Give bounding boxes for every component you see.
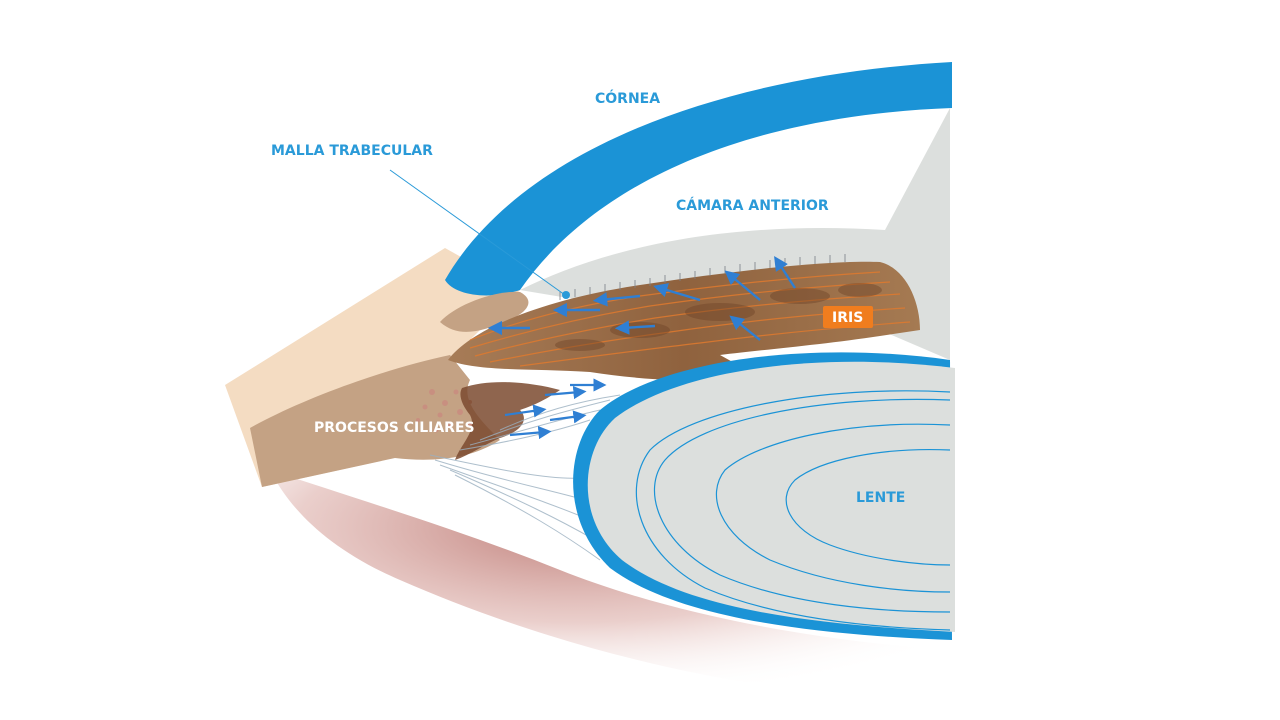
iris-flow-arrows [487, 255, 797, 341]
lens [587, 361, 955, 632]
ciliary-process-dots [416, 389, 473, 433]
iris [448, 261, 920, 382]
iris-label-tag [823, 306, 873, 328]
ciliary-body-shadow [270, 470, 950, 700]
cornea [445, 62, 952, 296]
ciliary-processes [455, 382, 560, 460]
ciliary-label: PROCESOS CILIARES [314, 420, 475, 436]
trabecular-pointer-line [389, 169, 566, 296]
lens-rings [635, 390, 951, 631]
anterior-chamber-label: CÁMARA ANTERIOR [676, 197, 829, 214]
ciliary-body [250, 355, 500, 487]
lens-label: LENTE [856, 490, 905, 506]
iris-edge-spikes [559, 254, 846, 300]
trabecular-pointer-dot [562, 291, 570, 299]
trabecular-meshwork [440, 291, 529, 332]
trabecular-label: MALLA TRABECULAR [271, 143, 433, 159]
cornea-label: CÓRNEA [595, 89, 660, 107]
zonular-fibers [429, 394, 621, 561]
iris-label: IRIS [832, 310, 863, 326]
ciliary-flow-arrows [504, 378, 607, 440]
